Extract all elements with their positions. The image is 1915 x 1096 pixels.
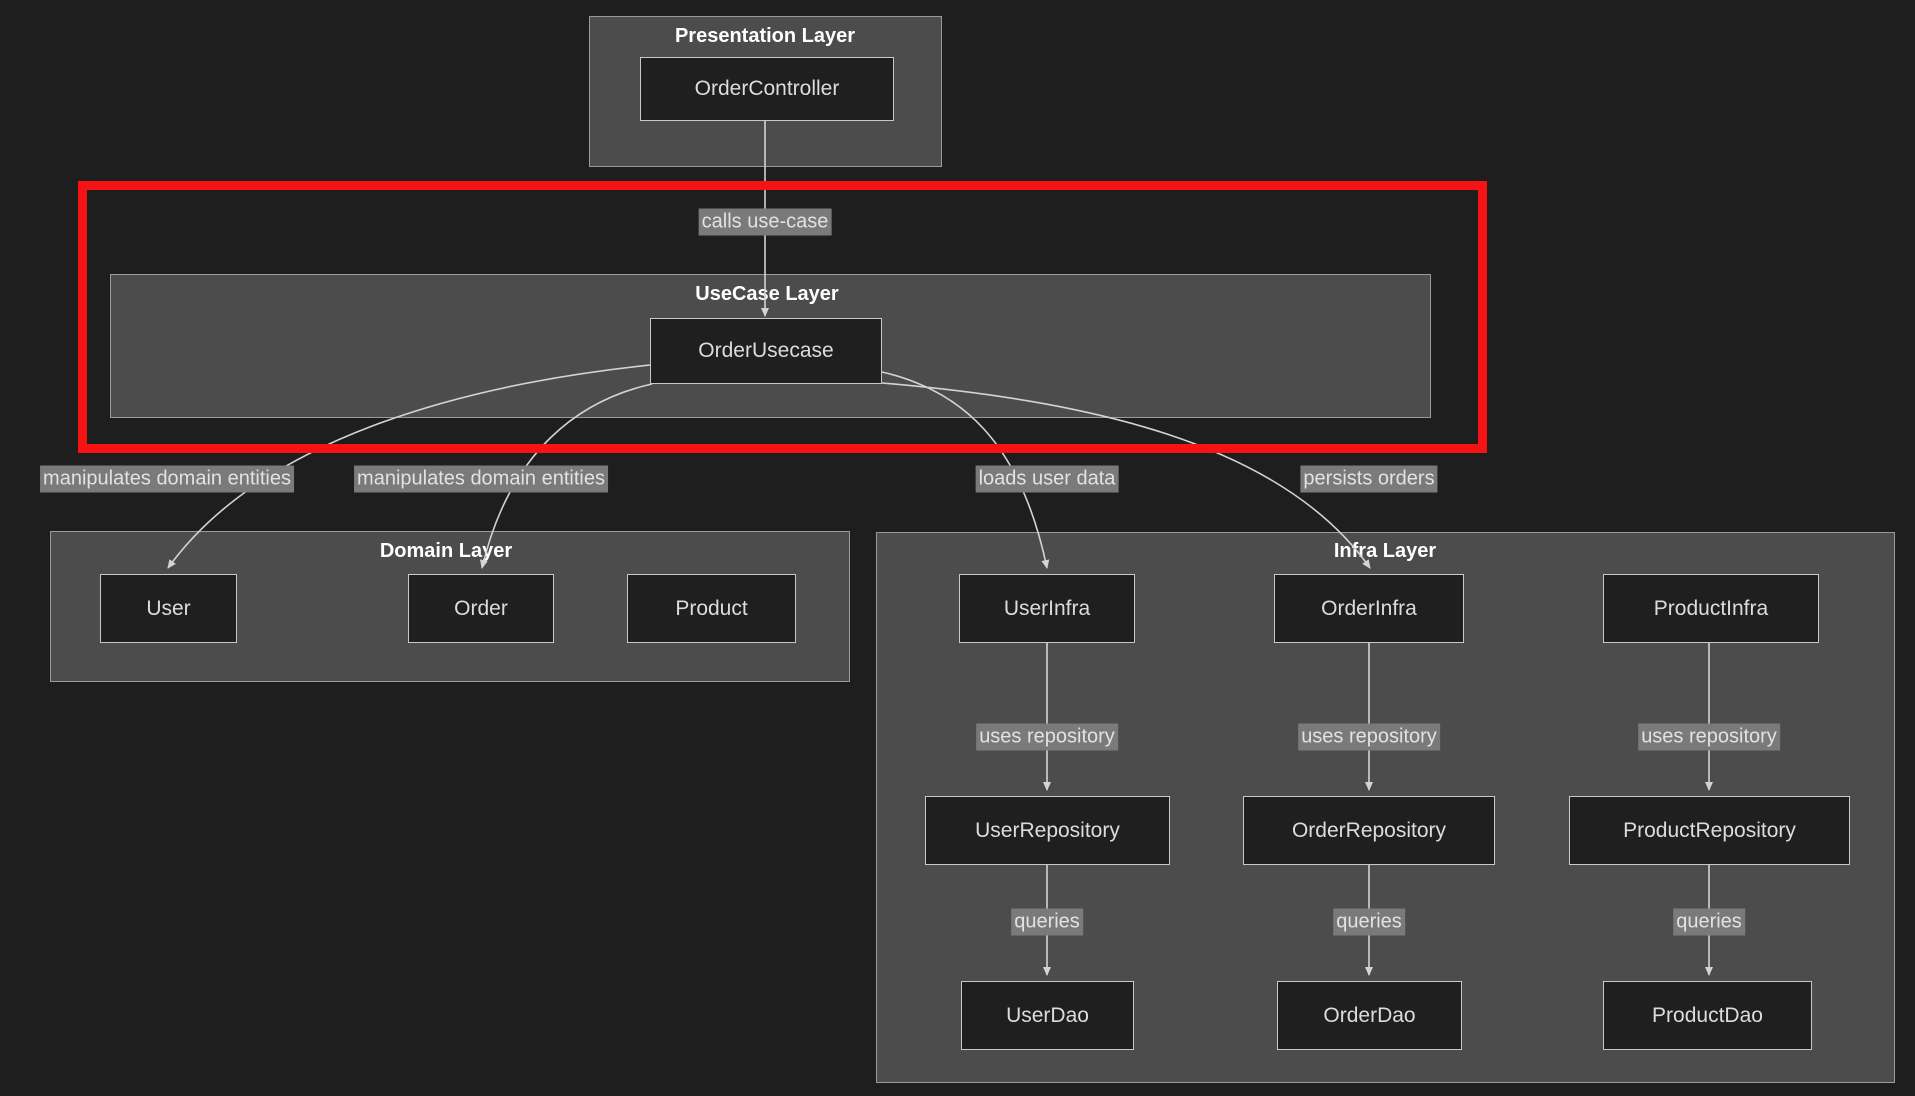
- node-OrderRepository[interactable]: OrderRepository: [1243, 796, 1495, 865]
- edge-label-e2: manipulates domain entities: [40, 465, 294, 493]
- node-UserDao[interactable]: UserDao: [961, 981, 1134, 1050]
- node-OrderInfra[interactable]: OrderInfra: [1274, 574, 1464, 643]
- node-UserRepository[interactable]: UserRepository: [925, 796, 1170, 865]
- node-User[interactable]: User: [100, 574, 237, 643]
- cluster-title-presentation: Presentation Layer: [674, 25, 856, 47]
- edge-label-e10: queries: [1333, 908, 1405, 936]
- node-OrderDao[interactable]: OrderDao: [1277, 981, 1462, 1050]
- edge-label-e8: uses repository: [1638, 723, 1780, 751]
- node-OrderUsecase[interactable]: OrderUsecase: [650, 318, 882, 384]
- edge-label-e6: uses repository: [976, 723, 1118, 751]
- edge-label-e5: persists orders: [1300, 465, 1438, 493]
- usecase-highlight-box: [78, 181, 1487, 453]
- edge-label-e7: uses repository: [1298, 723, 1440, 751]
- cluster-title-domain: Domain Layer: [379, 540, 513, 562]
- node-ProductRepository[interactable]: ProductRepository: [1569, 796, 1850, 865]
- node-OrderController[interactable]: OrderController: [640, 57, 894, 121]
- edge-label-e4: loads user data: [975, 465, 1119, 493]
- node-UserInfra[interactable]: UserInfra: [959, 574, 1135, 643]
- edge-label-e3: manipulates domain entities: [354, 465, 608, 493]
- edge-label-e1: calls use-case: [698, 208, 832, 236]
- node-Product[interactable]: Product: [627, 574, 796, 643]
- edge-label-e11: queries: [1673, 908, 1745, 936]
- node-ProductInfra[interactable]: ProductInfra: [1603, 574, 1819, 643]
- node-Order[interactable]: Order: [408, 574, 554, 643]
- node-ProductDao[interactable]: ProductDao: [1603, 981, 1812, 1050]
- cluster-title-usecase: UseCase Layer: [695, 283, 839, 305]
- edge-label-e9: queries: [1011, 908, 1083, 936]
- cluster-title-infra: Infra Layer: [1333, 540, 1437, 562]
